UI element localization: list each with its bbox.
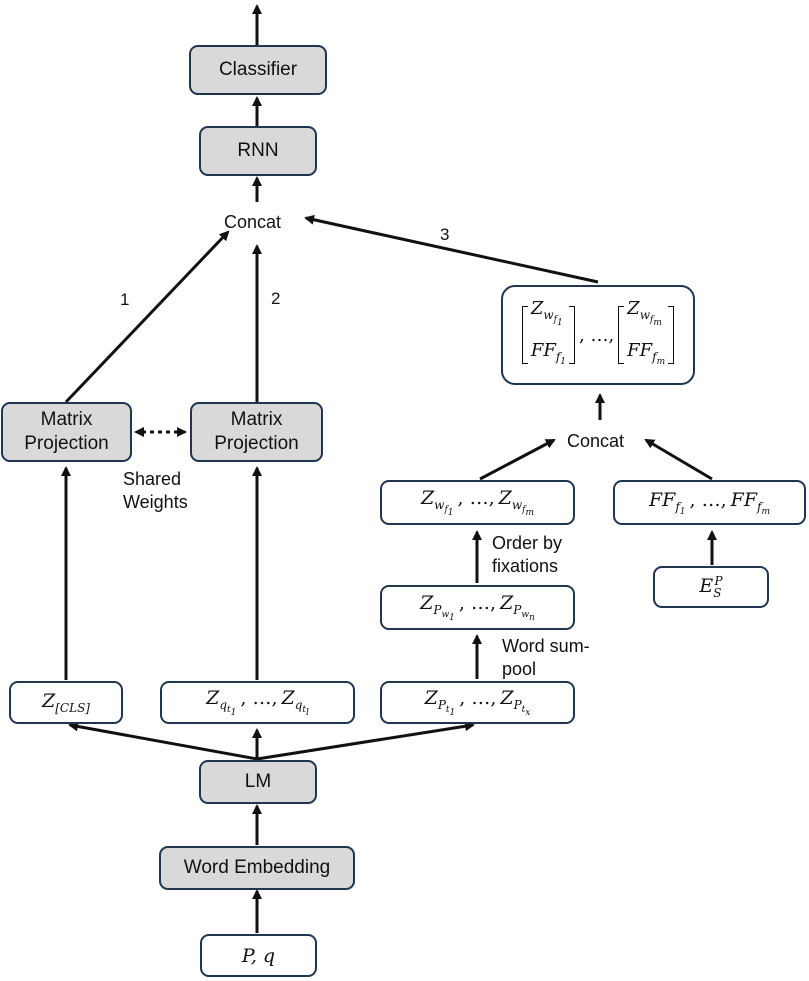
shared-weights-label: Shared Weights <box>123 469 188 512</box>
rnn-box: RNN <box>199 126 317 176</box>
z-p-math: ZPt1, …,ZPtx <box>424 687 531 718</box>
z-p-box: ZPt1, …,ZPtx <box>380 681 575 724</box>
z-cls-box: Z[CLS] <box>9 681 123 724</box>
rnn-label: RNN <box>237 140 279 161</box>
word-sum-pool-label: Word sum-pool <box>502 636 590 679</box>
e-s-p-box: ESP <box>653 566 769 608</box>
ff-math: FFf1, …,FFfm <box>648 488 771 517</box>
classifier-box: Classifier <box>189 45 327 95</box>
z-wf-box: Zwf1, …,Zwfm <box>380 480 575 525</box>
z-wf-math: Zwf1, …,Zwfm <box>420 487 535 518</box>
edge-label-3: 3 <box>440 225 450 244</box>
e-s-p-math: ESP <box>699 574 723 600</box>
arrow-zwf-concatmid <box>479 438 556 481</box>
z-pw-math: ZPw1, …,ZPwn <box>420 592 535 623</box>
word-embedding-box: Word Embedding <box>159 846 355 890</box>
ff-box: FFf1, …,FFfm <box>613 480 806 525</box>
matrix-projection-left-label: Matrix Projection <box>24 409 109 454</box>
z-pw-box: ZPw1, …,ZPwn <box>380 585 575 630</box>
z-q-math: Zqt1, …,Zqtl <box>206 687 309 718</box>
arrow-ff-concatmid <box>644 438 713 481</box>
edge-label-2: 2 <box>271 289 281 308</box>
z-q-box: Zqt1, …,Zqtl <box>160 681 355 724</box>
arrow-path-1 <box>64 230 230 404</box>
concat-mid-label: Concat <box>567 431 625 451</box>
classifier-label: Classifier <box>218 59 298 80</box>
lm-box: LM <box>199 760 317 804</box>
matrix-projection-right-label: Matrix Projection <box>214 409 299 454</box>
matrix-projection-left: Matrix Projection <box>1 402 132 462</box>
concat-top-label: Concat <box>224 212 282 232</box>
word-embedding-label: Word Embedding <box>183 857 331 878</box>
input-box: P, q <box>200 934 317 977</box>
arrow-lm-zp <box>256 721 475 761</box>
edge-label-1: 1 <box>120 290 130 309</box>
order-by-fixations-label: Order by fixations <box>492 533 563 576</box>
arrow-path-3 <box>304 214 599 284</box>
arrow-lm-zcls <box>68 721 258 761</box>
lm-label: LM <box>244 771 272 792</box>
z-cls-math: Z[CLS] <box>42 690 90 715</box>
input-math: P, q <box>241 944 276 967</box>
matrix-projection-right: Matrix Projection <box>190 402 323 462</box>
